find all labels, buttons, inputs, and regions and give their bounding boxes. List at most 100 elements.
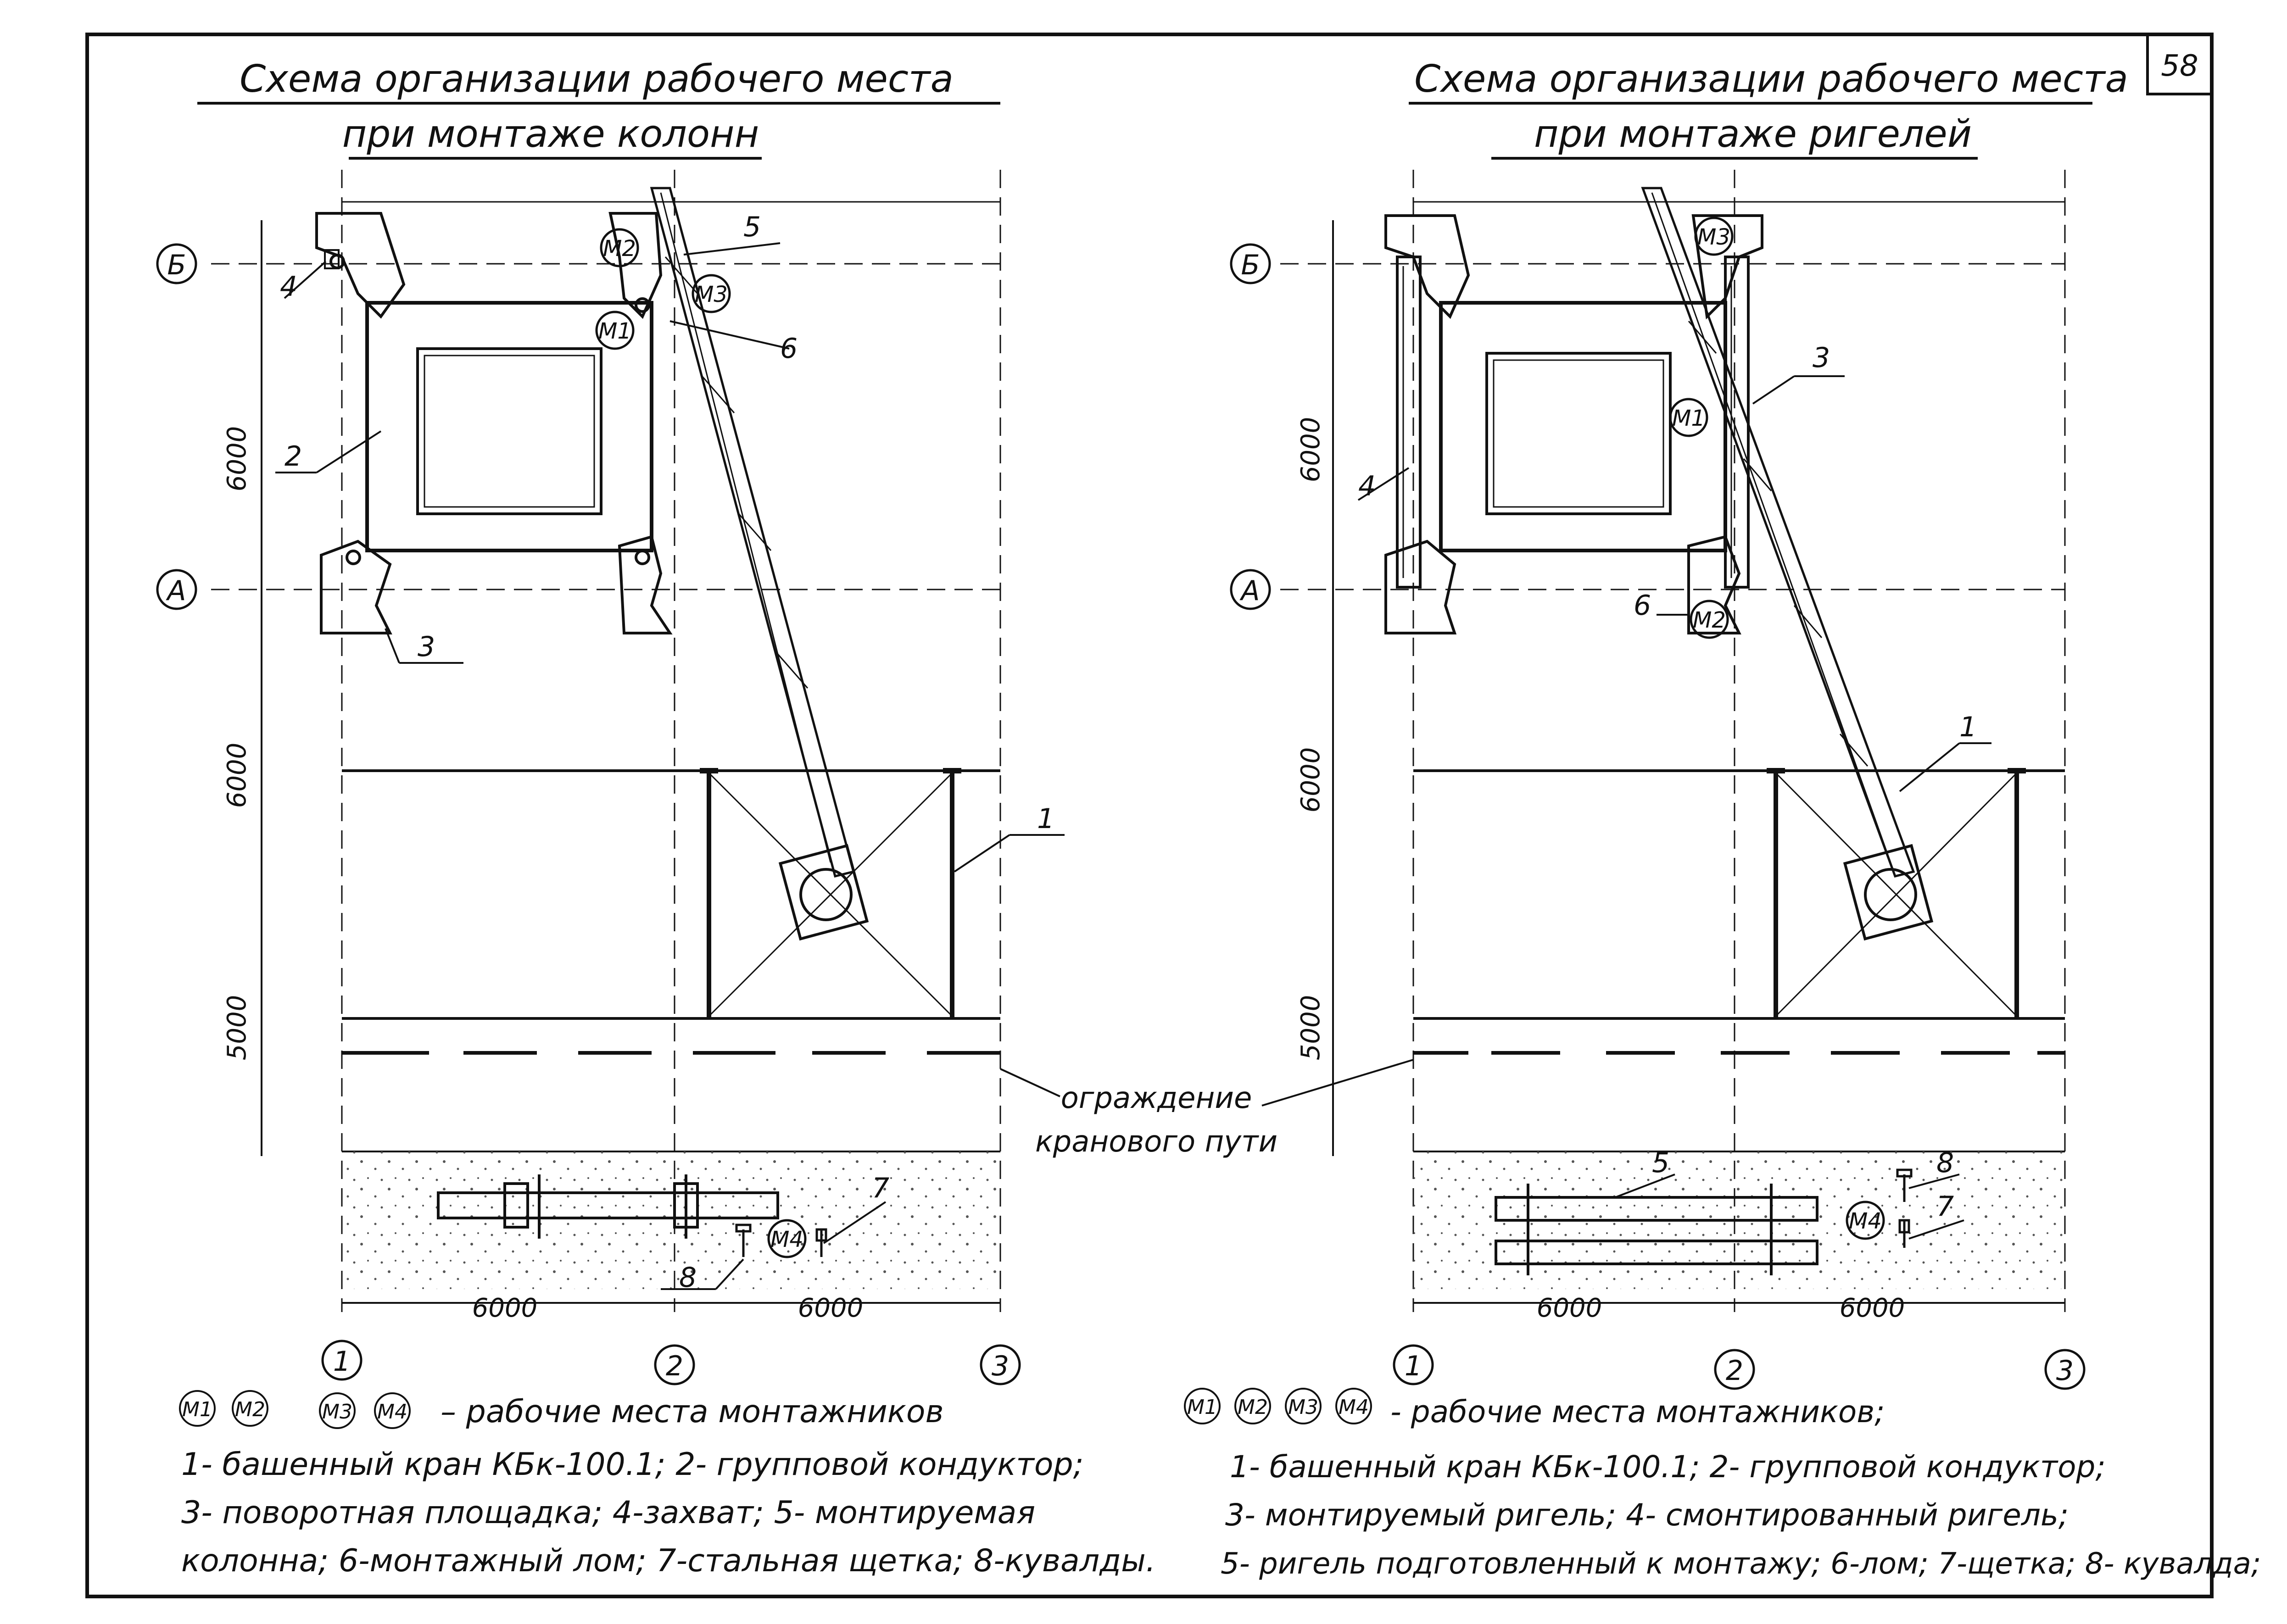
svg-text:M1: M1 — [598, 318, 631, 344]
right-axis-1-bubble — [1393, 1344, 1434, 1385]
sheet-frame — [85, 33, 2214, 1598]
left-axis-2-bubble — [654, 1344, 695, 1385]
svg-text:M2: M2 — [235, 1398, 265, 1421]
right-axis-2-label: 2 — [1726, 1355, 1743, 1387]
left-tower-crane — [650, 187, 961, 1020]
right-axis-b-label: Б — [1241, 249, 1260, 281]
right-dim-h-left: 6000 — [1537, 1293, 1602, 1323]
right-worker-m1 — [1669, 398, 1708, 437]
right-tower-crane — [1641, 187, 2026, 1018]
right-callout-5: 5 — [1652, 1147, 1669, 1179]
left-legend-line2: 3- поворотная площадка; 4-захват; 5- мон… — [181, 1495, 1035, 1531]
left-dim-h-left: 6000 — [472, 1293, 538, 1323]
left-legend-line1: 1- башенный кран КБк-100.1; 2- групповой… — [181, 1446, 1084, 1483]
right-diagram: Схема организации рабочего места при мон… — [1184, 57, 2261, 1581]
left-callout-7: 7 — [872, 1172, 889, 1204]
svg-text:M3: M3 — [1288, 1396, 1318, 1419]
left-dim-v-mid: 6000 — [222, 743, 252, 808]
svg-text:M4: M4 — [1339, 1396, 1369, 1419]
right-tools — [1896, 1168, 1913, 1248]
left-axis-b-bubble — [156, 243, 197, 284]
left-callout-2: 2 — [284, 440, 302, 473]
left-axis-1-bubble — [321, 1340, 363, 1381]
left-legend-line3: колонна; 6-монтажный лом; 7-стальная щет… — [181, 1543, 1155, 1579]
svg-text:M2: M2 — [1238, 1396, 1268, 1419]
fence-label-line1: ограждение — [1061, 1081, 1252, 1115]
svg-text:M2: M2 — [603, 236, 636, 261]
left-worker-m1 — [595, 311, 635, 350]
right-axis-b-bubble — [1230, 243, 1271, 284]
left-axis-3-bubble — [980, 1344, 1021, 1385]
right-legend-line1: 1- башенный кран КБк-100.1; 2- групповой… — [1230, 1449, 2106, 1485]
svg-text:M1: M1 — [182, 1398, 212, 1421]
left-storage-area — [342, 1151, 1000, 1289]
svg-text:M3: M3 — [695, 282, 728, 307]
left-worker-m4 — [767, 1219, 807, 1258]
left-callouts: 1 2 3 4 5 6 7 8 — [275, 211, 1065, 1294]
right-axis-1-label: 1 — [1405, 1350, 1422, 1382]
left-title-line1: Схема организации рабочего места — [240, 57, 954, 101]
fence-label: ограждение кранового пути — [1000, 1059, 1414, 1159]
svg-text:M1: M1 — [1672, 406, 1705, 431]
left-grid-lines — [211, 170, 1001, 1312]
right-axis-a-label: А — [1239, 575, 1260, 607]
right-worker-m4 — [1846, 1201, 1885, 1240]
left-diagram: Схема организации рабочего места при мон… — [156, 57, 1155, 1579]
left-worker-m3 — [692, 274, 731, 313]
right-title-line2: при монтаже ригелей — [1534, 112, 1972, 156]
svg-text:M3: M3 — [1697, 224, 1730, 250]
right-legend-line2: 3- монтируемый ригель; 4- смонтированный… — [1225, 1497, 2069, 1533]
right-callout-1: 1 — [1959, 711, 1977, 743]
right-worker-m2 — [1690, 600, 1729, 639]
right-worker-m3 — [1694, 217, 1734, 256]
svg-text:M4: M4 — [377, 1400, 407, 1424]
left-worker-m2 — [600, 228, 639, 267]
right-legend-workers: M1 M2 M3 M4 — [1184, 1388, 1372, 1424]
left-axis-2-label: 2 — [666, 1350, 683, 1382]
right-dim-v-bot: 5000 — [1296, 995, 1326, 1061]
left-legend-workers-text: – рабочие места монтажников — [441, 1394, 944, 1430]
left-callout-1: 1 — [1037, 803, 1054, 835]
svg-text:M2: M2 — [1693, 607, 1726, 633]
left-callout-3: 3 — [418, 631, 435, 663]
left-callout-8: 8 — [679, 1262, 697, 1294]
right-callout-8: 8 — [1936, 1147, 1954, 1179]
left-callout-6: 6 — [780, 333, 798, 365]
right-axis-2-bubble — [1714, 1349, 1755, 1390]
right-legend-workers-text: - рабочие места монтажников; — [1390, 1394, 1885, 1429]
left-axis-a-label: А — [165, 575, 186, 607]
svg-text:M4: M4 — [1849, 1208, 1882, 1234]
left-column-on-ground — [437, 1174, 779, 1239]
left-dim-v-top: 6000 — [222, 426, 252, 492]
right-dim-v-mid: 6000 — [1296, 747, 1326, 813]
left-axis-a-bubble — [156, 569, 197, 610]
right-axis-a-bubble — [1230, 569, 1271, 610]
left-dim-v-bot: 5000 — [222, 995, 252, 1061]
right-callouts: 1 3 4 5 6 7 8 — [1357, 342, 1991, 1240]
left-axis-1-label: 1 — [333, 1346, 351, 1378]
page-number: 58 — [2161, 49, 2198, 83]
left-axis-3-label: 3 — [992, 1350, 1009, 1382]
right-grid-lines — [1280, 170, 2066, 1312]
left-tools — [735, 1224, 827, 1257]
right-callout-3: 3 — [1813, 342, 1830, 374]
left-title-line2: при монтаже колонн — [342, 112, 759, 156]
right-riegels-on-ground — [1495, 1184, 1818, 1275]
left-dim-h-right: 6000 — [798, 1293, 864, 1323]
right-dim-v-top: 6000 — [1296, 417, 1326, 483]
left-callout-4: 4 — [280, 271, 297, 303]
right-title-line1: Схема организации рабочего места — [1414, 57, 2128, 101]
left-legend-workers: M1 M2 M3 M4 — [179, 1390, 411, 1429]
right-workers: M3 M1 M2 M4 — [1669, 217, 1885, 1240]
left-axis-b-label: Б — [167, 249, 186, 281]
left-workers: M2 M1 M3 M4 — [595, 228, 807, 1258]
svg-text:M1: M1 — [1187, 1396, 1217, 1419]
left-callout-5: 5 — [743, 211, 761, 243]
right-axis-3-bubble — [2044, 1349, 2086, 1390]
right-callout-7: 7 — [1936, 1190, 1954, 1223]
right-callout-4: 4 — [1358, 470, 1376, 502]
right-axis-3-label: 3 — [2056, 1355, 2074, 1387]
right-callout-6: 6 — [1634, 590, 1651, 622]
page-number-box: 58 — [2146, 33, 2213, 95]
